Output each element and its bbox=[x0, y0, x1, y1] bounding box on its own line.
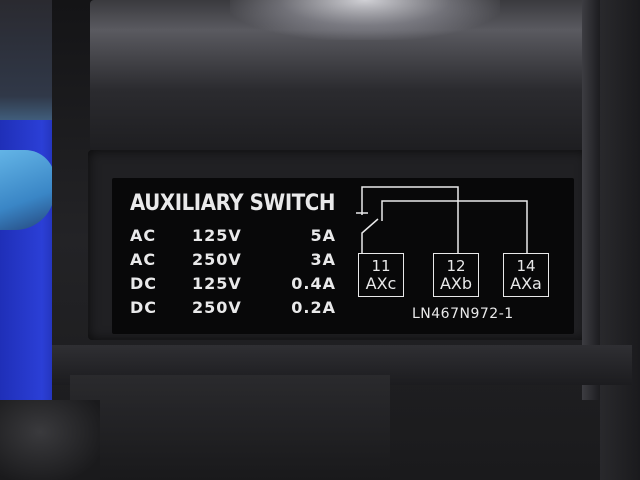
auxiliary-switch-label: AUXILIARY SWITCH AC 125V 5A AC 250V 3A D… bbox=[112, 178, 574, 334]
rating-voltage: 125V bbox=[192, 274, 242, 293]
label-title: AUXILIARY SWITCH bbox=[130, 191, 336, 216]
terminal-number: 11 bbox=[371, 257, 391, 275]
rating-row: DC 250V 0.2A bbox=[130, 298, 335, 322]
rating-voltage: 250V bbox=[192, 298, 242, 317]
rating-voltage: 250V bbox=[192, 250, 242, 269]
rating-current: 5A bbox=[310, 226, 336, 245]
part-number: LN467N972-1 bbox=[412, 306, 514, 322]
rating-current: 0.4A bbox=[291, 274, 336, 293]
nc-contact-line bbox=[361, 186, 459, 253]
rating-type: DC bbox=[130, 298, 158, 317]
housing-bottom-block bbox=[70, 375, 390, 480]
rating-type: AC bbox=[130, 250, 157, 269]
rating-row: DC 125V 0.4A bbox=[130, 274, 335, 298]
terminal-number: 12 bbox=[446, 257, 466, 275]
terminal-14: 14 AXa bbox=[503, 253, 549, 297]
rating-current: 0.2A bbox=[291, 298, 336, 317]
rating-voltage: 125V bbox=[192, 226, 242, 245]
terminal-11: 11 AXc bbox=[358, 253, 404, 297]
light-glare bbox=[230, 0, 500, 40]
common-contact-line bbox=[361, 218, 379, 253]
rating-current: 3A bbox=[310, 250, 336, 269]
rating-type: DC bbox=[130, 274, 158, 293]
rating-type: AC bbox=[130, 226, 157, 245]
terminal-name: AXa bbox=[510, 274, 542, 293]
terminal-number: 14 bbox=[516, 257, 536, 275]
contact-schematic-diagram bbox=[356, 186, 528, 253]
housing-right-rail bbox=[582, 0, 600, 400]
housing-right-side bbox=[600, 0, 640, 480]
rating-row: AC 125V 5A bbox=[130, 226, 335, 250]
rating-row: AC 250V 3A bbox=[130, 250, 335, 274]
terminal-name: AXb bbox=[439, 274, 473, 293]
terminal-12: 12 AXb bbox=[433, 253, 479, 297]
background-cloth bbox=[0, 400, 100, 480]
no-contact-line bbox=[381, 200, 528, 253]
terminal-name: AXc bbox=[365, 274, 397, 293]
